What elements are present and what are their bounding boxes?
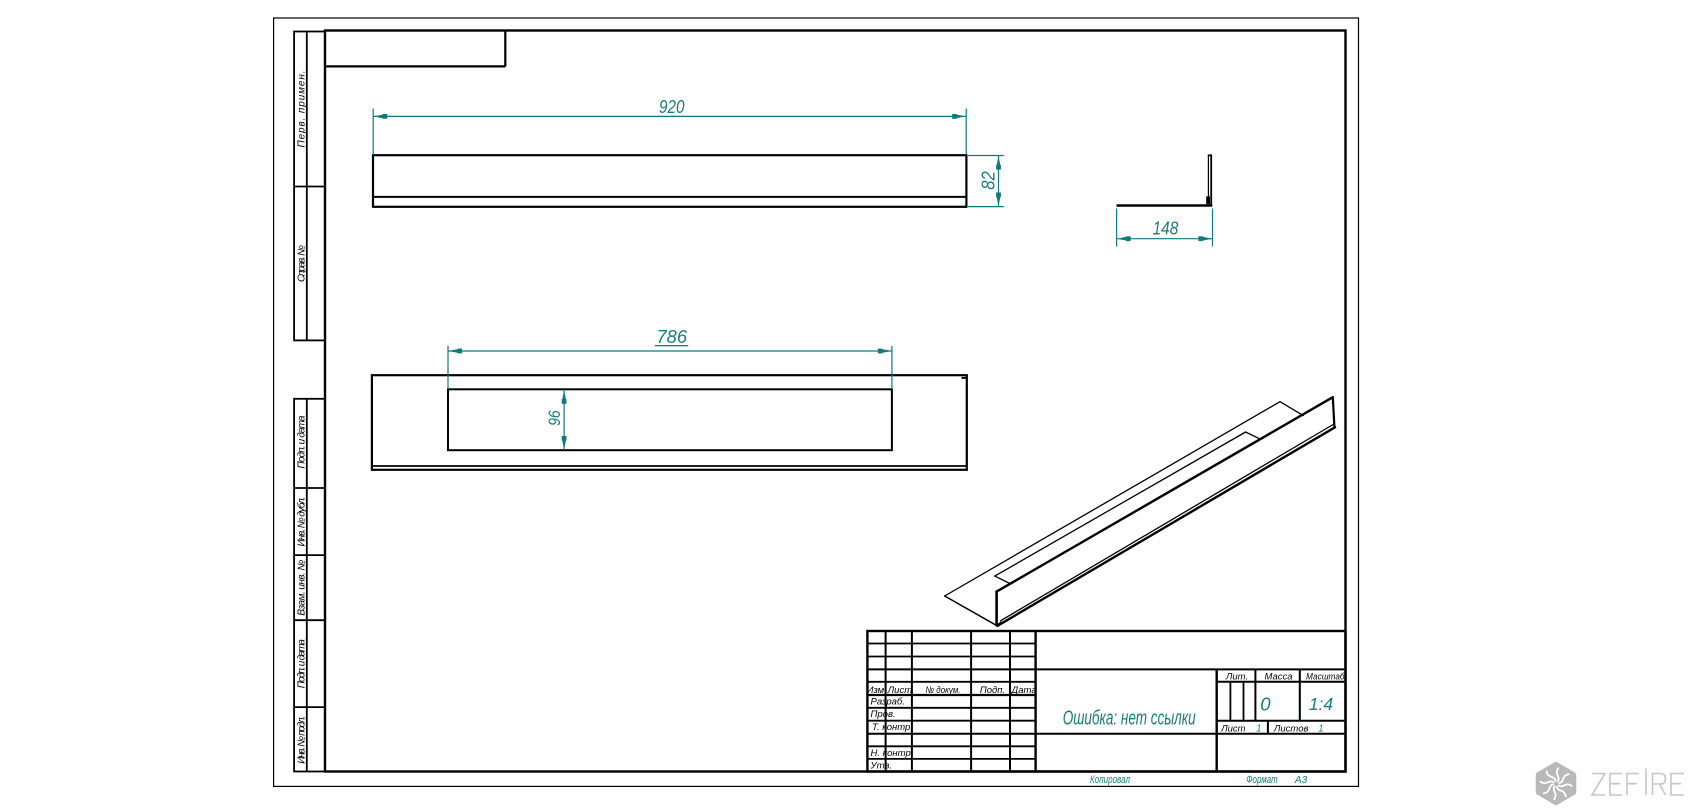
svg-text:920: 920 <box>659 96 685 117</box>
svg-text:Формат: Формат <box>1246 774 1278 786</box>
svg-text:1: 1 <box>1318 724 1324 735</box>
svg-text:1: 1 <box>1256 724 1262 735</box>
svg-text:Разраб.: Разраб. <box>871 697 905 708</box>
svg-text:Утв.: Утв. <box>870 761 893 772</box>
svg-text:Инв. № дубл.: Инв. № дубл. <box>295 497 307 547</box>
svg-text:Лит.: Лит. <box>1225 672 1248 683</box>
svg-text:Подп. и дата: Подп. и дата <box>296 415 307 468</box>
svg-text:96: 96 <box>545 410 564 426</box>
svg-text:Копировал: Копировал <box>1090 774 1130 786</box>
svg-text:Подп.: Подп. <box>980 685 1005 696</box>
svg-text:Дата: Дата <box>1011 685 1037 696</box>
svg-text:Пров.: Пров. <box>871 709 896 720</box>
svg-text:№ докум.: № докум. <box>926 685 961 696</box>
svg-text:Перв. примен.: Перв. примен. <box>296 71 307 148</box>
svg-text:Ошибка: нет ссылки: Ошибка: нет ссылки <box>1063 708 1196 730</box>
svg-text:Масса: Масса <box>1264 672 1292 683</box>
svg-text:Инв. № подл.: Инв. № подл. <box>296 716 307 764</box>
svg-text:Листов: Листов <box>1273 724 1309 735</box>
svg-text:82: 82 <box>979 171 999 190</box>
svg-text:Взам. инв. №: Взам. инв. № <box>296 559 307 615</box>
svg-text:Н. контр.: Н. контр. <box>871 748 914 759</box>
svg-text:Т. контр.: Т. контр. <box>872 722 913 733</box>
svg-text:1:4: 1:4 <box>1309 694 1334 714</box>
svg-text:Лист: Лист <box>887 685 913 696</box>
svg-text:Лист: Лист <box>1220 724 1246 735</box>
svg-text:148: 148 <box>1153 217 1179 238</box>
svg-text:0: 0 <box>1260 694 1271 715</box>
svg-text:Справ. №: Справ. № <box>296 245 307 282</box>
svg-text:Изм.: Изм. <box>867 685 887 696</box>
svg-text:Подп. и дата: Подп. и дата <box>296 639 307 688</box>
svg-text:Масштаб: Масштаб <box>1306 672 1345 683</box>
svg-text:А3: А3 <box>1294 774 1308 786</box>
svg-text:786: 786 <box>657 326 688 347</box>
